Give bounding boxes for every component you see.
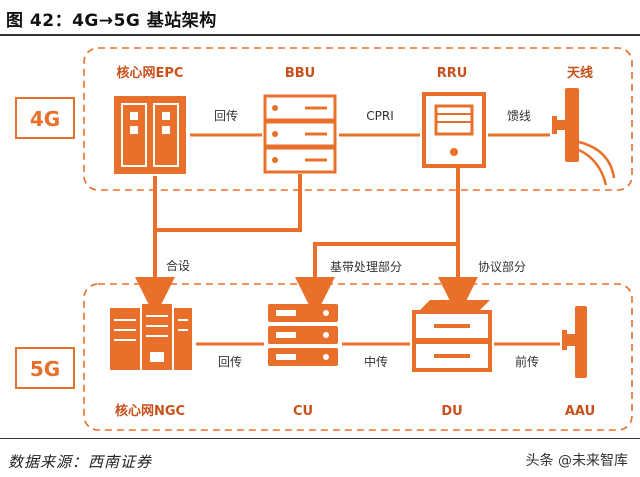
- watermark: 头条 @未来智库: [525, 453, 628, 469]
- node-label-rru: RRU: [437, 66, 468, 81]
- antenna-icon: [552, 88, 616, 186]
- link-label-fronthaul: 前传: [515, 354, 539, 369]
- node-label-antenna: 天线: [567, 65, 593, 81]
- group-4g-box: [83, 47, 633, 191]
- top-divider: [0, 34, 640, 36]
- group-4g-label: 4G: [15, 97, 75, 139]
- node-label-ngc: 核心网NGC: [115, 403, 185, 419]
- epc-server-icon: [114, 96, 186, 174]
- svg-text:5G: 5G: [30, 357, 60, 381]
- link-label-protocol: 协议部分: [478, 259, 526, 274]
- du-unit-icon: [412, 300, 492, 372]
- link-label-cpri: CPRI: [366, 109, 394, 123]
- group-5g-label: 5G: [15, 347, 75, 389]
- link-label-backhaul-5g: 回传: [218, 354, 242, 369]
- ngc-server-icon: [110, 304, 192, 370]
- link-label-feeder: 馈线: [507, 109, 531, 123]
- node-label-bbu: BBU: [285, 66, 315, 81]
- node-label-aau: AAU: [565, 404, 595, 419]
- rru-unit-icon: [422, 92, 486, 168]
- bbu-rack-icon: [263, 94, 337, 174]
- group-5g-box: [83, 283, 633, 431]
- link-label-midhaul: 中传: [364, 354, 388, 369]
- cu-stack-icon: [268, 304, 338, 366]
- node-label-du: DU: [441, 404, 462, 419]
- node-label-epc: 核心网EPC: [117, 65, 184, 81]
- link-label-backhaul-4g: 回传: [214, 108, 238, 123]
- link-label-merge: 合设: [166, 258, 190, 273]
- aau-antenna-icon: [562, 306, 587, 378]
- figure-title: 图 42：4G→5G 基站架构: [6, 11, 217, 31]
- svg-text:4G: 4G: [30, 107, 60, 131]
- link-label-baseband: 基带处理部分: [330, 259, 402, 274]
- node-label-cu: CU: [293, 404, 313, 419]
- bottom-divider: [0, 438, 640, 439]
- source-note: 数据来源：西南证券: [8, 453, 153, 471]
- baseband-connector: [295, 168, 460, 317]
